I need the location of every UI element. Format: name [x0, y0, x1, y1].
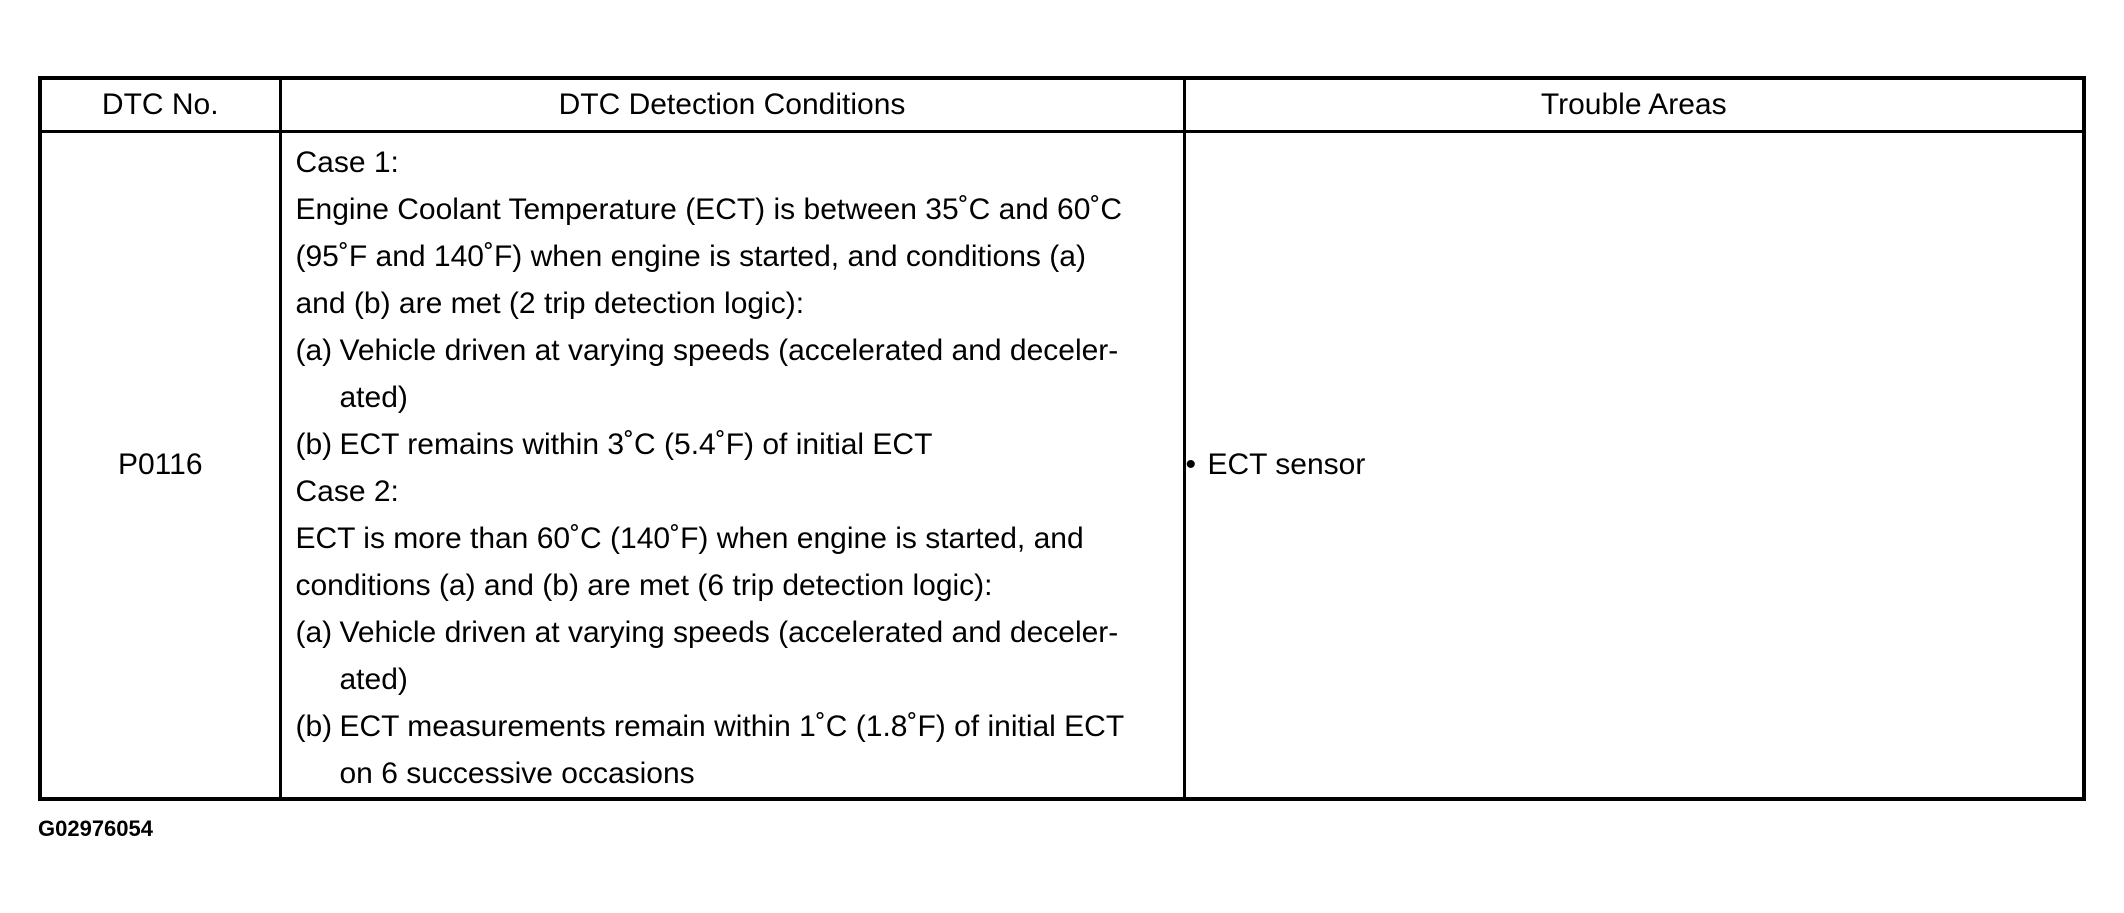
- case2-item-b-continued: on 6 successive occasions: [296, 750, 1173, 797]
- figure-id: G02976054: [38, 816, 153, 841]
- case2-item-a-continued: ated): [296, 656, 1173, 703]
- item-label: (b): [295, 428, 333, 461]
- item-text: ECT measurements remain within 1˚C (1.8˚…: [339, 710, 1125, 743]
- bullet-marker: •: [1185, 448, 1197, 481]
- dtc-code-cell: P0116: [38, 130, 282, 801]
- case1-line: and (b) are met (2 trip detection logic)…: [295, 287, 805, 320]
- item-label: (b): [295, 710, 333, 743]
- item-text: Vehicle driven at varying speeds (accele…: [339, 616, 1119, 649]
- case1-item-a-continued: ated): [296, 374, 1173, 421]
- item-label: (a): [295, 616, 333, 649]
- item-text-continued: ated): [339, 381, 408, 414]
- case1-line: (95˚F and 140˚F) when engine is started,…: [295, 240, 1086, 273]
- case2-title: Case 2:: [295, 475, 399, 508]
- case2-item-a: (a)Vehicle driven at varying speeds (acc…: [296, 609, 1173, 656]
- header-row: DTC No. DTC Detection Conditions Trouble…: [38, 76, 2086, 133]
- dtc-code: P0116: [117, 448, 203, 481]
- item-label: (a): [295, 334, 333, 367]
- case2-item-b: (b)ECT measurements remain within 1˚C (1…: [296, 703, 1173, 750]
- trouble-area-item: ECT sensor: [1207, 448, 1366, 481]
- item-text-continued: on 6 successive occasions: [339, 757, 695, 790]
- item-text: ECT remains within 3˚C (5.4˚F) of initia…: [339, 428, 933, 461]
- item-text: Vehicle driven at varying speeds (accele…: [339, 334, 1119, 367]
- case1-item-a: (a)Vehicle driven at varying speeds (acc…: [296, 327, 1173, 374]
- dtc-table: DTC No. DTC Detection Conditions Trouble…: [38, 76, 2086, 801]
- detection-conditions-cell: Case 1: Engine Coolant Temperature (ECT)…: [278, 130, 1186, 801]
- case1-item-b: (b)ECT remains within 3˚C (5.4˚F) of ini…: [296, 421, 1173, 468]
- case1-line: Engine Coolant Temperature (ECT) is betw…: [295, 193, 1123, 226]
- case2-line: conditions (a) and (b) are met (6 trip d…: [295, 569, 993, 602]
- trouble-areas-cell: • ECT sensor: [1182, 130, 2086, 801]
- header-detection-conditions: DTC Detection Conditions: [278, 76, 1186, 133]
- case1-title: Case 1:: [295, 146, 399, 179]
- table-row: P0116 Case 1: Engine Coolant Temperature…: [38, 130, 2086, 801]
- item-text-continued: ated): [339, 663, 408, 696]
- case2-line: ECT is more than 60˚C (140˚F) when engin…: [295, 522, 1084, 555]
- header-trouble-areas: Trouble Areas: [1182, 76, 2086, 133]
- header-dtc-no: DTC No.: [38, 76, 282, 133]
